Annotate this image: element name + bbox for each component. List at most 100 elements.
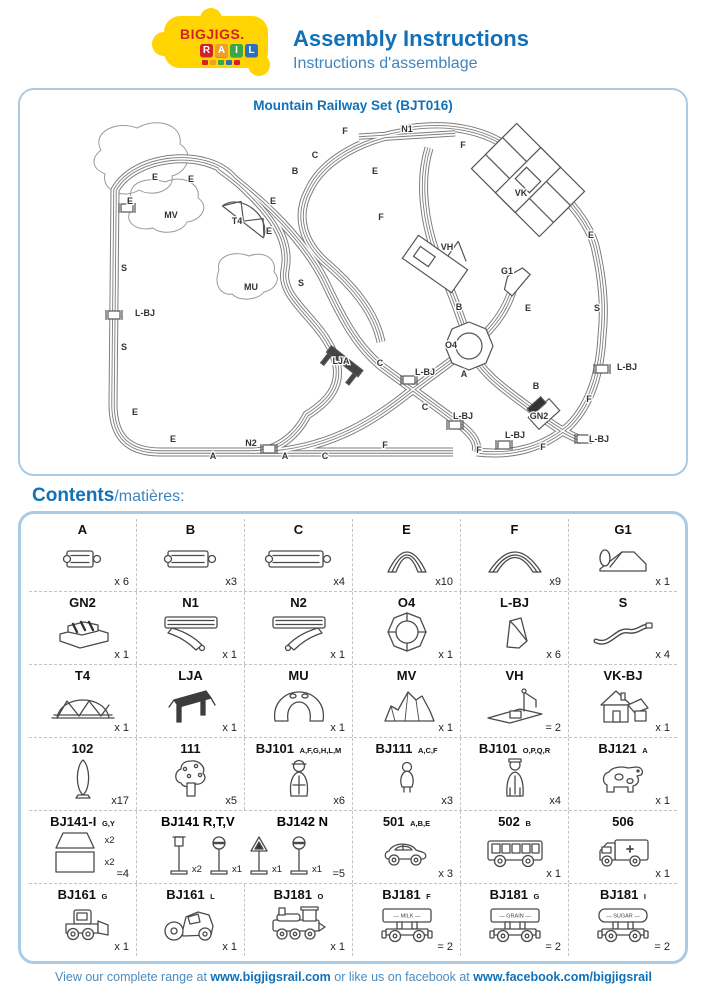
part-cell-BJ101: BJ101 A,F,G,H,L,M x6: [245, 738, 353, 810]
diagram-label: F: [378, 212, 384, 222]
part-code: BJ142 N: [276, 814, 328, 829]
diagram-label: E: [525, 303, 531, 313]
part-cell-BJ181: BJ181 O x 1: [245, 884, 353, 956]
tree-round-icon: [140, 757, 241, 799]
diagram-label: F: [460, 140, 466, 150]
part-code: E: [402, 522, 411, 537]
part-code: BJ161 L: [166, 887, 215, 902]
diagram-label: B: [292, 166, 299, 176]
part-quantity: x3: [225, 576, 237, 588]
contents-heading-rest: /matières:: [114, 488, 185, 505]
l-bj-connector-mark: [495, 440, 513, 450]
wagon-icon: — SUGAR —: [572, 903, 674, 945]
footer-link[interactable]: www.bigjigsrail.com: [210, 970, 331, 984]
set-title: Mountain Railway Set (BJT016): [253, 98, 453, 113]
diagram-label: S: [594, 303, 600, 313]
diagram-label: E: [270, 196, 276, 206]
tiny-train-icon: [202, 60, 240, 65]
t4-bridge: [221, 200, 266, 239]
figure-adult-icon: [248, 757, 349, 799]
part-code: L-BJ: [500, 595, 529, 610]
track-path: [301, 131, 408, 343]
diagram-label: A: [282, 451, 289, 461]
diagram-label: VK: [515, 188, 528, 198]
diagram-label: E: [127, 196, 133, 206]
footer-link[interactable]: www.facebook.com/bigjigsrail: [473, 970, 653, 984]
part-quantity: x 1: [330, 941, 345, 953]
part-code: BJ141-I G,Y: [50, 814, 115, 829]
gn2-buffer: [526, 395, 561, 431]
part-quantity: x 1: [438, 722, 453, 734]
part-quantity: x2: [104, 856, 115, 868]
svg-text:— SUGAR —: — SUGAR —: [606, 914, 640, 920]
diagram-label: C: [322, 451, 329, 461]
diagram-label: C: [377, 358, 384, 368]
diagram-label: LJA: [332, 356, 350, 366]
puzzle-tab: [248, 54, 270, 76]
l-bj-connector-mark: [446, 420, 464, 430]
diagram-label: MV: [164, 210, 178, 220]
diagram-label: G1: [501, 266, 513, 276]
ramp-icon: [572, 538, 674, 580]
diagram-label: F: [476, 445, 482, 455]
diagram-label: L-BJ: [505, 430, 525, 440]
shape-trapezoid-icon: x2: [50, 830, 115, 850]
diagram-label: S: [121, 263, 127, 273]
diagram-label: VH: [441, 242, 454, 252]
rail-letter-tile: I: [230, 44, 243, 57]
lja-station-canopy: [319, 344, 364, 386]
contents-heading-bold: Contents: [32, 485, 115, 506]
diagram-label: L-BJ: [135, 308, 155, 318]
link-adapter-icon: [464, 611, 565, 653]
part-cell-MV: MV x 1: [353, 665, 461, 737]
part-code: MV: [396, 668, 417, 683]
diagram-label: A: [461, 369, 468, 379]
part-cell-BJ181: BJ181 I— SUGAR —= 2: [569, 884, 677, 956]
part-code: O4: [397, 595, 416, 610]
part-quantity: x3: [441, 795, 453, 807]
part-code: BJ101 A,F,G,H,L,M: [255, 741, 342, 756]
track-path: [297, 127, 408, 344]
sign-round-icon: x1: [287, 835, 322, 875]
l-bj-connector-mark: [260, 444, 278, 454]
footer-text: or like us on facebook at: [330, 970, 474, 984]
diagram-label: S: [121, 342, 127, 352]
part-code: BJ181 O: [273, 887, 324, 902]
part-quantity: x2: [104, 834, 115, 846]
part-code: BJ121 A: [598, 741, 648, 756]
track-short-icon: [32, 538, 133, 580]
part-quantity: =4: [116, 868, 129, 880]
part-quantity: x6: [333, 795, 345, 807]
diagram-label: GN2: [530, 411, 549, 421]
vh-crane-platform: [401, 234, 469, 294]
turnout-left-icon: [140, 611, 241, 653]
l-bj-connector-mark: [400, 375, 418, 385]
wagon-icon: — MILK —: [356, 903, 457, 945]
part-code: VH: [505, 668, 524, 683]
diagram-label: E: [152, 172, 158, 182]
diagram-label: E: [266, 226, 272, 236]
part-quantity: x 1: [114, 649, 129, 661]
tree-tall-icon: [32, 757, 133, 799]
svg-text:— MILK —: — MILK —: [393, 914, 420, 920]
crossing-octagon-icon: [356, 611, 457, 653]
diagram-label: E: [132, 407, 138, 417]
